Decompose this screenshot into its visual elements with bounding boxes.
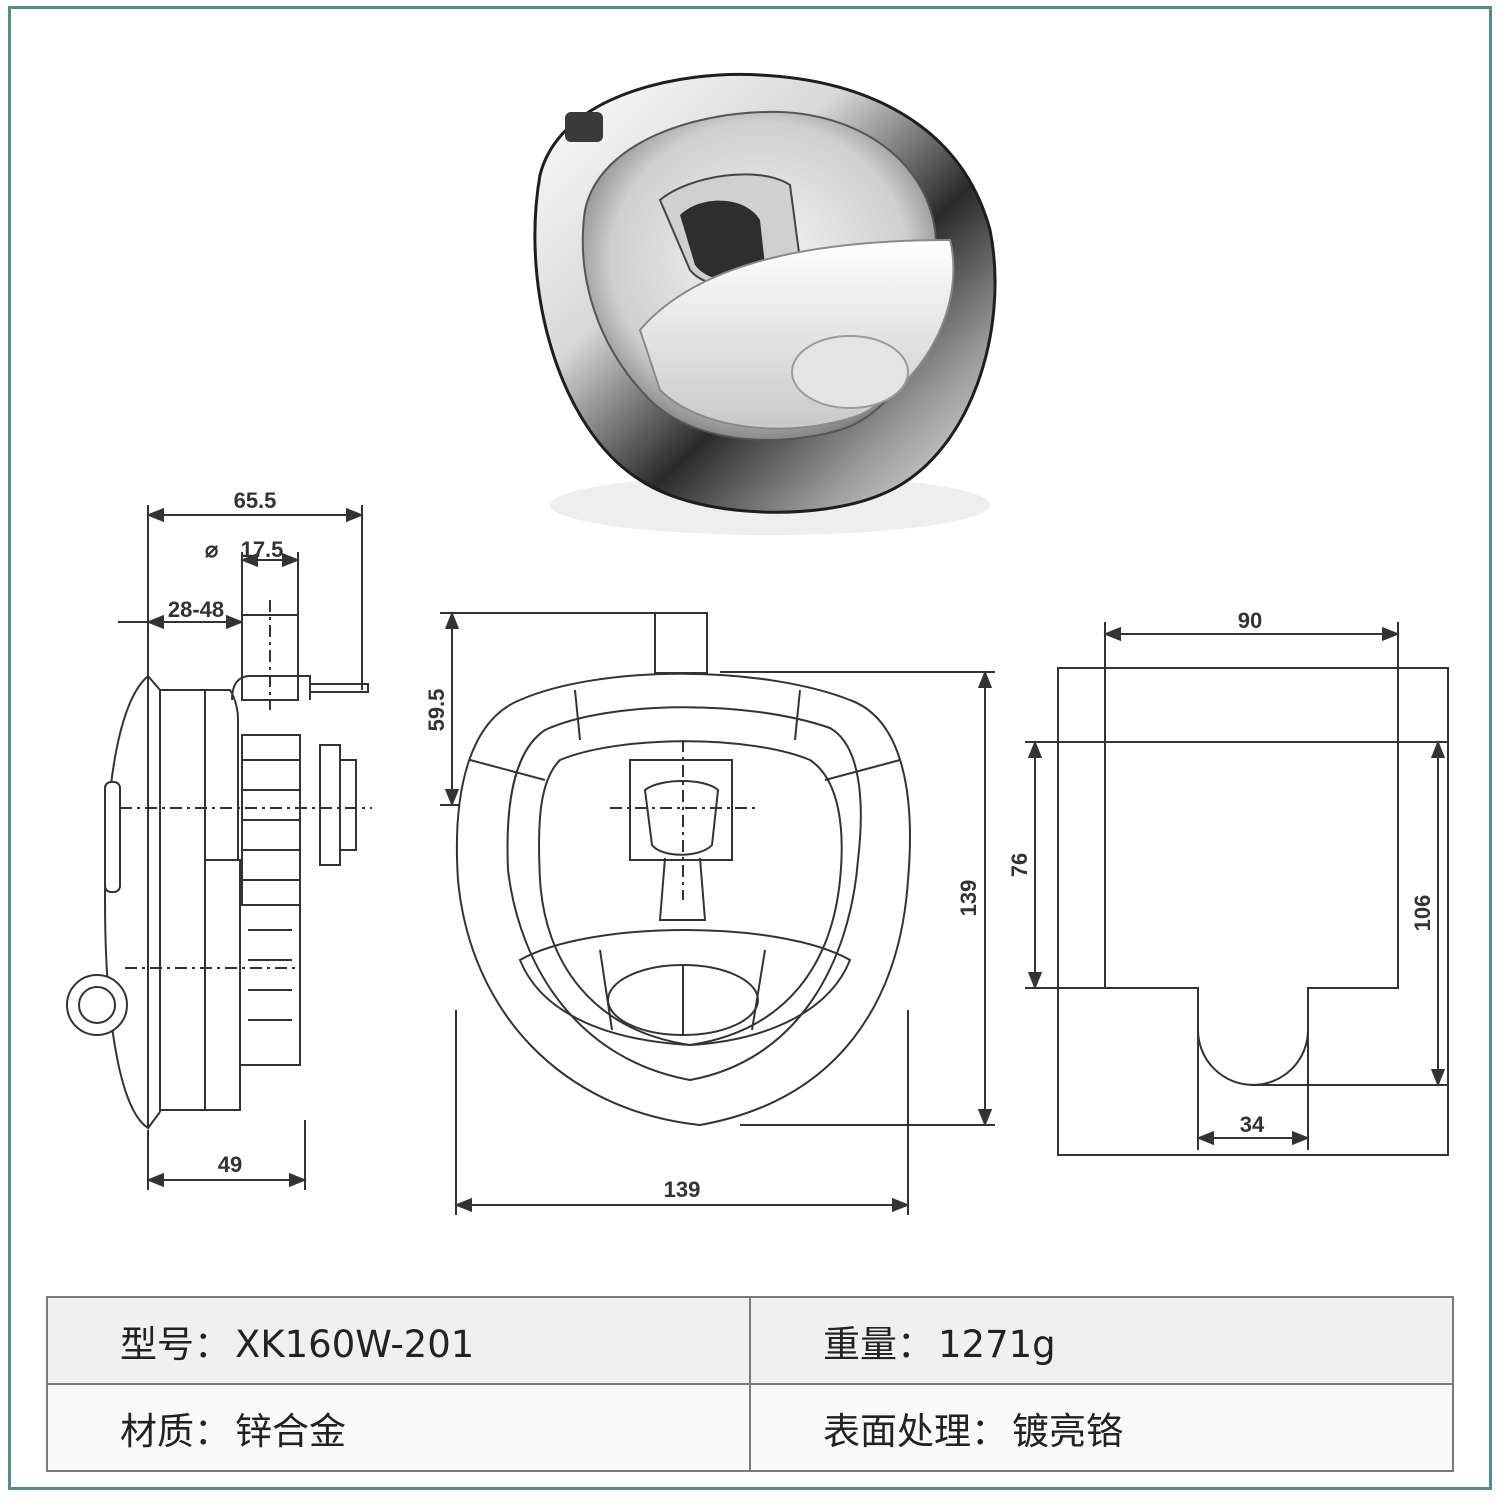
dim-side-diameter-symbol: ⌀ — [205, 537, 219, 562]
spec-finish: 表面处理：镀亮铬 — [749, 1383, 1454, 1472]
dim-cutout-width: 90 — [1238, 608, 1262, 633]
spec-material-value: 锌合金 — [235, 1409, 346, 1453]
dim-cutout-upper-height: 76 — [1007, 853, 1032, 877]
dim-front-height-offset: 59.5 — [424, 689, 449, 732]
dim-front-height: 139 — [956, 880, 981, 917]
cutout-view — [1025, 622, 1449, 1156]
dim-side-diameter: 17.5 — [241, 537, 284, 562]
spec-material-label: 材质： — [120, 1409, 231, 1453]
spec-row-1: 型号：XK160W-201 重量：1271g — [46, 1296, 1454, 1385]
dim-side-bottom: 49 — [218, 1152, 242, 1177]
spec-row-2: 材质：锌合金 表面处理：镀亮铬 — [46, 1383, 1454, 1472]
spec-table: 型号：XK160W-201 重量：1271g 材质：锌合金 表面处理：镀亮铬 — [46, 1296, 1454, 1472]
spec-model-value: XK160W-201 — [235, 1322, 475, 1366]
spec-material: 材质：锌合金 — [46, 1383, 751, 1472]
spec-finish-value: 镀亮铬 — [1012, 1409, 1123, 1453]
front-view — [440, 611, 995, 1215]
dim-side-range: 28-48 — [168, 597, 224, 622]
dim-front-width: 139 — [664, 1177, 701, 1202]
dim-cutout-slot-width: 34 — [1240, 1112, 1265, 1137]
spec-weight-value: 1271g — [938, 1322, 1056, 1366]
outer-frame — [8, 6, 1492, 1490]
dim-cutout-total-height: 106 — [1410, 895, 1435, 932]
product-photo — [533, 72, 997, 535]
spec-finish-label: 表面处理： — [823, 1409, 1008, 1453]
side-view — [66, 505, 372, 1190]
spec-weight-label: 重量： — [823, 1322, 934, 1366]
dim-side-top-width: 65.5 — [234, 488, 277, 513]
spec-model: 型号：XK160W-201 — [46, 1296, 751, 1385]
spec-weight: 重量：1271g — [749, 1296, 1454, 1385]
spec-model-label: 型号： — [120, 1322, 231, 1366]
